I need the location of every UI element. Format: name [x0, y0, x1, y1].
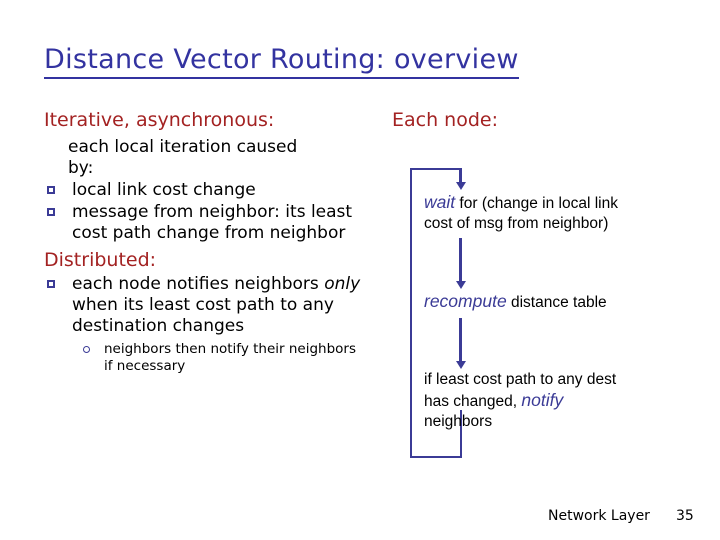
list-item-label: local link cost change	[72, 180, 256, 200]
flow-step-notify-line2: has changed,	[424, 393, 522, 410]
circle-bullet-icon	[83, 346, 90, 353]
footer-page-number: 35	[676, 508, 694, 524]
flow-arrow-1-head	[455, 182, 466, 190]
flow-step-wait-line2: cost of msg from neighbor)	[424, 215, 609, 232]
list-item: message from neighbor: its least cost pa…	[44, 202, 364, 244]
node-algorithm-flow-diagram: wait for (change in local link cost of m…	[392, 160, 692, 460]
flow-step-notify-line3: neighbors	[424, 413, 493, 430]
flow-arrow-2-line	[459, 238, 462, 283]
left-subbullet-list: neighbors then notify their neighbors if…	[44, 341, 364, 375]
right-heading-each-node: Each node:	[392, 109, 498, 131]
left-heading-iterative: Iterative, asynchronous:	[44, 109, 275, 131]
left-bullet-list-1: local link cost change message from neig…	[44, 180, 364, 244]
footer-label: Network Layer	[548, 508, 650, 524]
right-content-column: Each node:	[392, 108, 692, 132]
left-heading-distributed: Distributed:	[44, 249, 157, 271]
flow-step-notify-line1: if least cost path to any dest	[424, 371, 617, 388]
flow-step-wait-line1: for (change in local link	[455, 195, 618, 212]
list-item-label-emphasis: only	[324, 274, 361, 294]
flow-step-notify: if least cost path to any dest has chang…	[424, 370, 692, 432]
flow-arrow-3-line	[459, 318, 462, 363]
flow-keyword-notify: notify	[521, 390, 564, 410]
loop-back-top-line	[410, 168, 462, 170]
left-content-column: Iterative, asynchronous: each local iter…	[44, 108, 364, 375]
flow-step-wait: wait for (change in local link cost of m…	[424, 192, 692, 234]
list-item-label-pre: each node notifies neighbors	[72, 274, 325, 294]
flow-arrow-2-head	[455, 281, 466, 289]
loop-back-bottom-line	[410, 456, 462, 458]
square-bullet-icon	[47, 280, 55, 288]
square-bullet-icon	[47, 208, 55, 216]
loop-back-riser-line	[460, 410, 462, 458]
list-item-label: message from neighbor: its least cost pa…	[72, 202, 353, 243]
page-title: Distance Vector Routing: overview	[44, 45, 519, 79]
loop-back-vertical-line	[410, 168, 412, 458]
flow-arrow-1-line	[459, 168, 462, 184]
flow-arrow-3-head	[455, 361, 466, 369]
left-intro-line-1: each local iteration caused	[68, 137, 298, 157]
flow-step-recompute: recompute distance table	[424, 291, 692, 313]
list-item: neighbors then notify their neighbors if…	[80, 341, 364, 375]
square-bullet-icon	[47, 186, 55, 194]
flow-keyword-recompute: recompute	[424, 291, 507, 311]
list-item-label: neighbors then notify their neighbors if…	[104, 341, 356, 374]
flow-step-recompute-line1: distance table	[506, 294, 607, 311]
list-item: local link cost change	[44, 180, 364, 201]
left-intro-line-2: by:	[68, 158, 94, 178]
list-item-label-post: when its least cost path to any destinat…	[72, 295, 334, 336]
flow-keyword-wait: wait	[424, 192, 456, 212]
list-item: each node notifies neighbors only when i…	[44, 274, 364, 337]
left-bullet-list-2: each node notifies neighbors only when i…	[44, 274, 364, 337]
